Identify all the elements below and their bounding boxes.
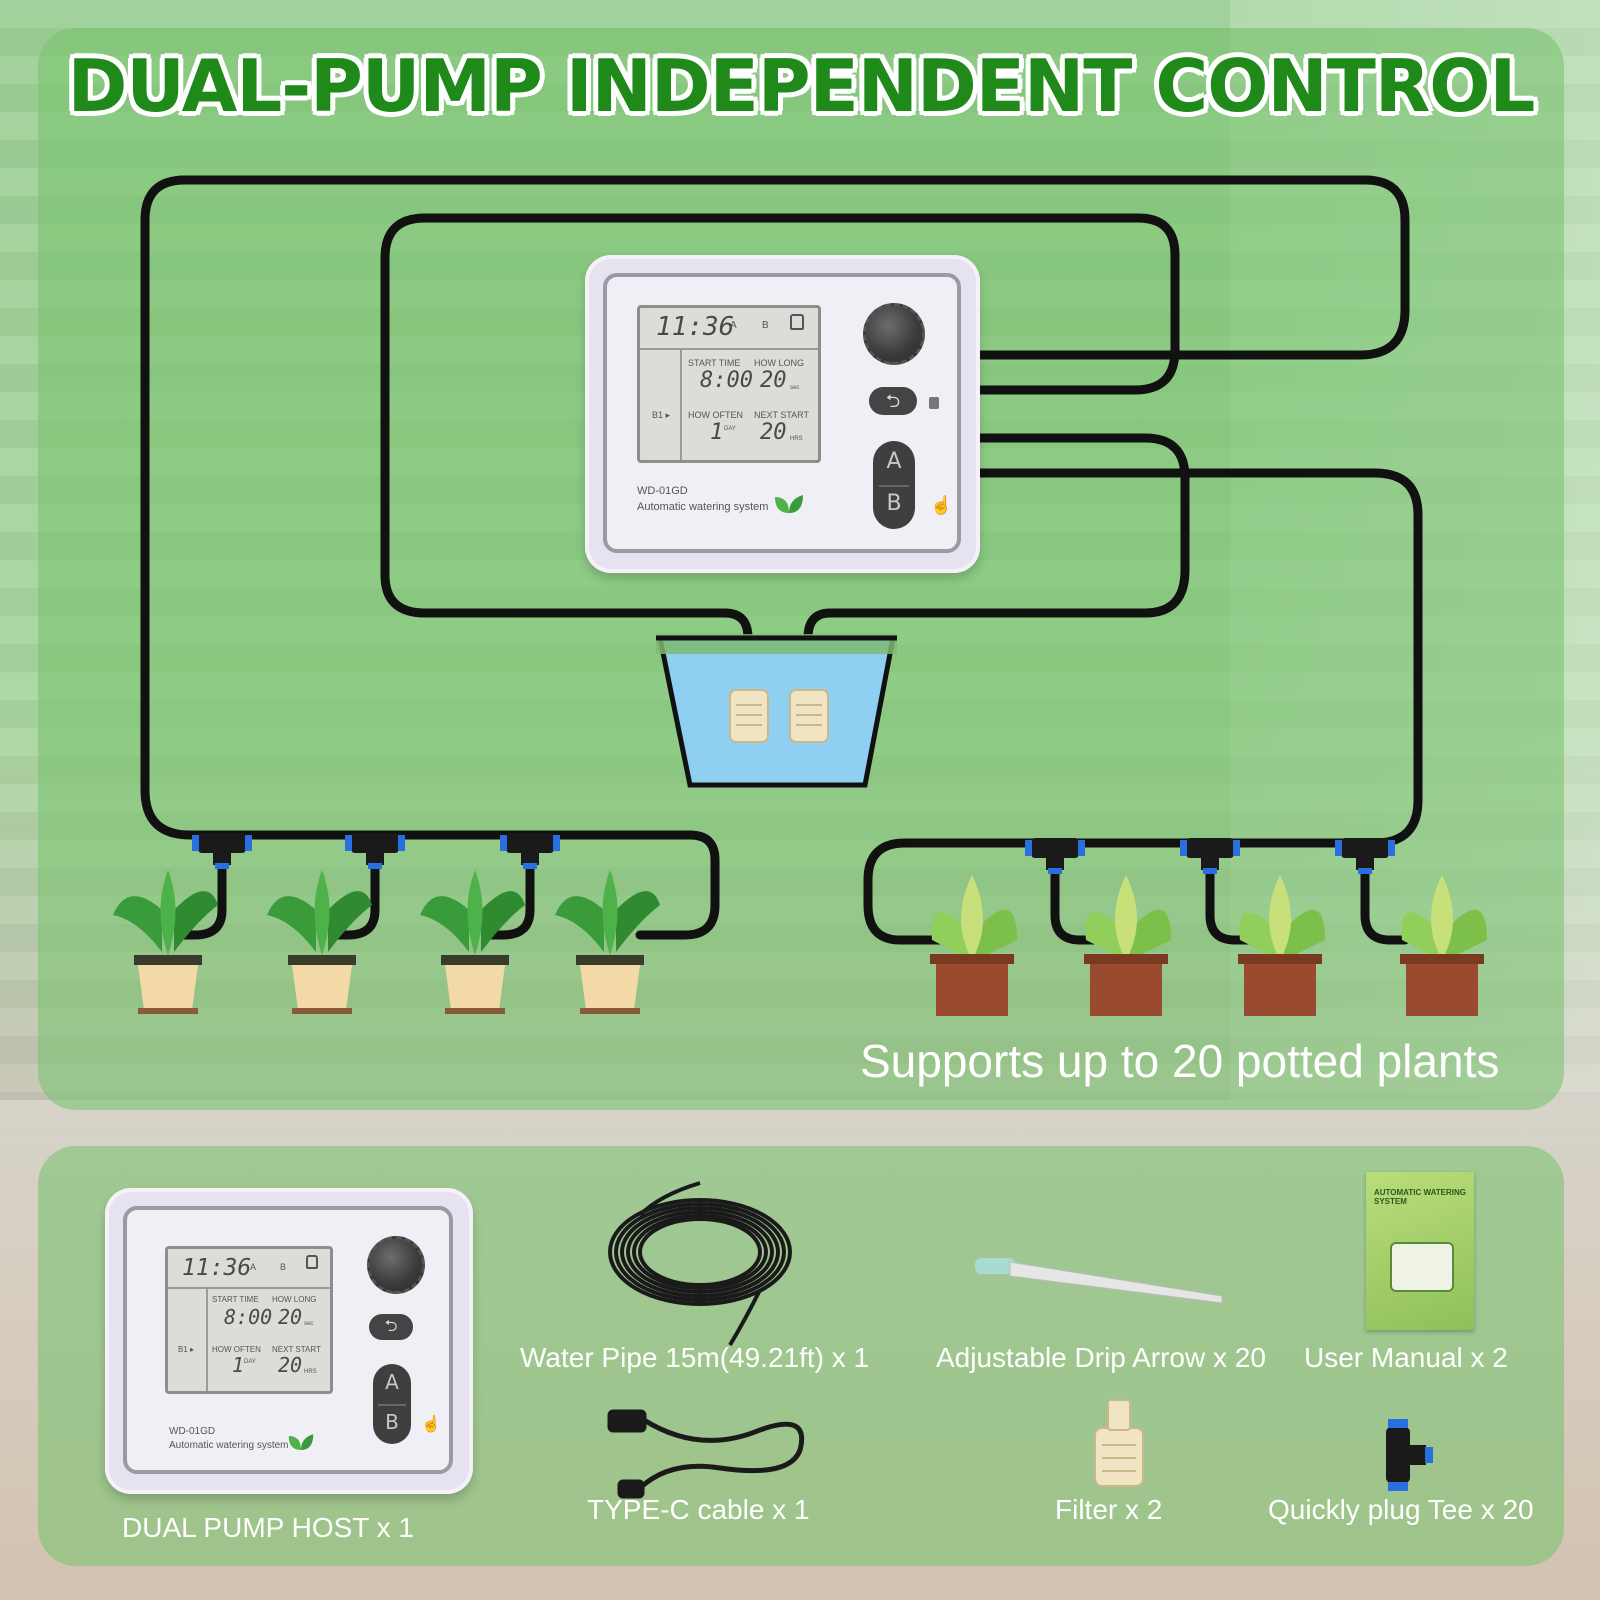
lcd-screen: 11:36 A B START TIME HOW LONG 8:00 20 se… xyxy=(165,1246,333,1394)
lcd-indicator-b: B xyxy=(762,320,769,331)
tube-left-outer xyxy=(140,175,1410,940)
label-type-c-cable: TYPE-C cable x 1 xyxy=(587,1494,810,1525)
lock-icon xyxy=(929,397,939,409)
dual-pump-host-icon: 11:36 A B START TIME HOW LONG 8:00 20 se… xyxy=(105,1188,473,1494)
button-b-label: B xyxy=(385,1410,399,1434)
device-subtitle: Automatic watering system xyxy=(637,501,769,513)
lcd-start-time-value: 8:00 xyxy=(224,1305,273,1329)
tube-right-branch-2 xyxy=(1205,860,1255,945)
button-a-label: A xyxy=(385,1370,399,1394)
water-pipe-coil-icon xyxy=(608,1181,792,1347)
back-button[interactable]: ⮌ xyxy=(869,387,917,415)
label-water-pipe: Water Pipe 15m(49.21ft) x 1 xyxy=(520,1342,870,1373)
lcd-how-often-unit: DAY xyxy=(724,426,736,432)
dial-knob[interactable] xyxy=(863,303,925,365)
lock-icon xyxy=(306,1255,318,1269)
lcd-how-long-unit: sec xyxy=(790,385,800,391)
lcd-start-time-label: START TIME xyxy=(212,1295,259,1304)
plant-pot-icon xyxy=(113,870,660,1014)
user-manual-icon: AUTOMATIC WATERING SYSTEM xyxy=(1366,1172,1474,1330)
lcd-how-long-label: HOW LONG xyxy=(272,1295,317,1304)
lcd-screen: 11:36 A B START TIME HOW LONG 8:00 20 se… xyxy=(637,305,821,463)
device-subtitle: Automatic watering system xyxy=(169,1440,289,1451)
leaf-logo-icon xyxy=(775,495,803,513)
tube-right-branch-1 xyxy=(1050,860,1100,945)
plant-pot-icon xyxy=(930,875,1487,1016)
label-filter: Filter x 2 xyxy=(1055,1494,1163,1525)
lcd-time: 11:36 xyxy=(656,312,735,342)
device-model: WD-01GD xyxy=(169,1426,216,1437)
controller-device: 11:36 A B START TIME HOW LONG 8:00 20 se… xyxy=(585,255,980,573)
label-dual-pump-host: DUAL PUMP HOST x 1 xyxy=(122,1512,415,1543)
caption-supports-plants: Supports up to 20 potted plants xyxy=(860,1035,1500,1087)
lcd-channel-label: B1 ▸ xyxy=(178,1345,195,1354)
lcd-how-often-label: HOW OFTEN xyxy=(212,1345,261,1354)
headline: DUAL-PUMP INDEPENDENT CONTROL xyxy=(67,44,1536,128)
lcd-how-long-label: HOW LONG xyxy=(754,358,805,368)
lcd-next-start-unit: HRS xyxy=(304,1369,317,1375)
lcd-next-start-value: 20 xyxy=(278,1353,303,1377)
leaf-logo-icon xyxy=(288,1434,314,1450)
lcd-how-long-value: 20 xyxy=(278,1305,303,1329)
lock-icon xyxy=(790,314,804,330)
button-b-label: B xyxy=(886,491,902,516)
tube-left-branch-1 xyxy=(175,855,227,940)
lcd-next-start-value: 20 xyxy=(760,420,787,445)
hand-pointer-icon: ☝ xyxy=(421,1416,441,1433)
lcd-how-long-value: 20 xyxy=(760,368,787,393)
tube-right-branch-3 xyxy=(1360,860,1410,945)
filter-icon xyxy=(1094,1399,1144,1487)
tube-right-inner xyxy=(803,433,1190,700)
tee-connector-icon xyxy=(192,833,1395,874)
label-quick-plug-tee: Quickly plug Tee x 20 xyxy=(1268,1494,1534,1525)
usb-cable-icon xyxy=(607,1409,804,1499)
lcd-indicator-a: A xyxy=(730,320,737,331)
lcd-how-long-unit: sec xyxy=(304,1321,314,1327)
tube-left-branch-2 xyxy=(330,855,380,940)
water-reservoir xyxy=(656,634,897,788)
ab-selector-button: A B xyxy=(373,1364,411,1444)
drip-arrow-icon xyxy=(975,1258,1223,1304)
tube-left-branch-3 xyxy=(485,855,535,940)
lcd-next-start-label: NEXT START xyxy=(754,410,810,420)
label-user-manual: User Manual x 2 xyxy=(1304,1342,1508,1373)
manual-title: AUTOMATIC WATERING SYSTEM xyxy=(1374,1188,1466,1206)
lcd-how-often-value: 1 xyxy=(710,420,724,445)
lcd-how-often-label: HOW OFTEN xyxy=(688,410,743,420)
lcd-how-often-unit: DAY xyxy=(244,1359,256,1365)
lcd-next-start-unit: HRS xyxy=(790,436,803,442)
lcd-start-time-value: 8:00 xyxy=(700,368,753,393)
device-model: WD-01GD xyxy=(637,485,688,497)
lcd-how-often-value: 1 xyxy=(232,1353,245,1377)
ab-selector-button[interactable]: A B xyxy=(873,441,915,529)
lcd-start-time-label: START TIME xyxy=(688,358,741,368)
lcd-indicator-a: A xyxy=(250,1262,257,1272)
dial-knob xyxy=(367,1236,425,1294)
lcd-channel-label: B1 ▸ xyxy=(652,410,671,420)
tee-connector-icon xyxy=(1386,1419,1433,1491)
label-drip-arrow: Adjustable Drip Arrow x 20 xyxy=(936,1342,1266,1373)
tube-inner xyxy=(380,213,1180,700)
hand-pointer-icon: ☝ xyxy=(930,495,953,515)
lcd-next-start-label: NEXT START xyxy=(272,1345,321,1354)
button-a-label: A xyxy=(886,449,902,474)
lcd-indicator-b: B xyxy=(280,1262,287,1272)
lcd-time: 11:36 xyxy=(182,1255,252,1281)
back-button: ⮌ xyxy=(369,1314,413,1340)
